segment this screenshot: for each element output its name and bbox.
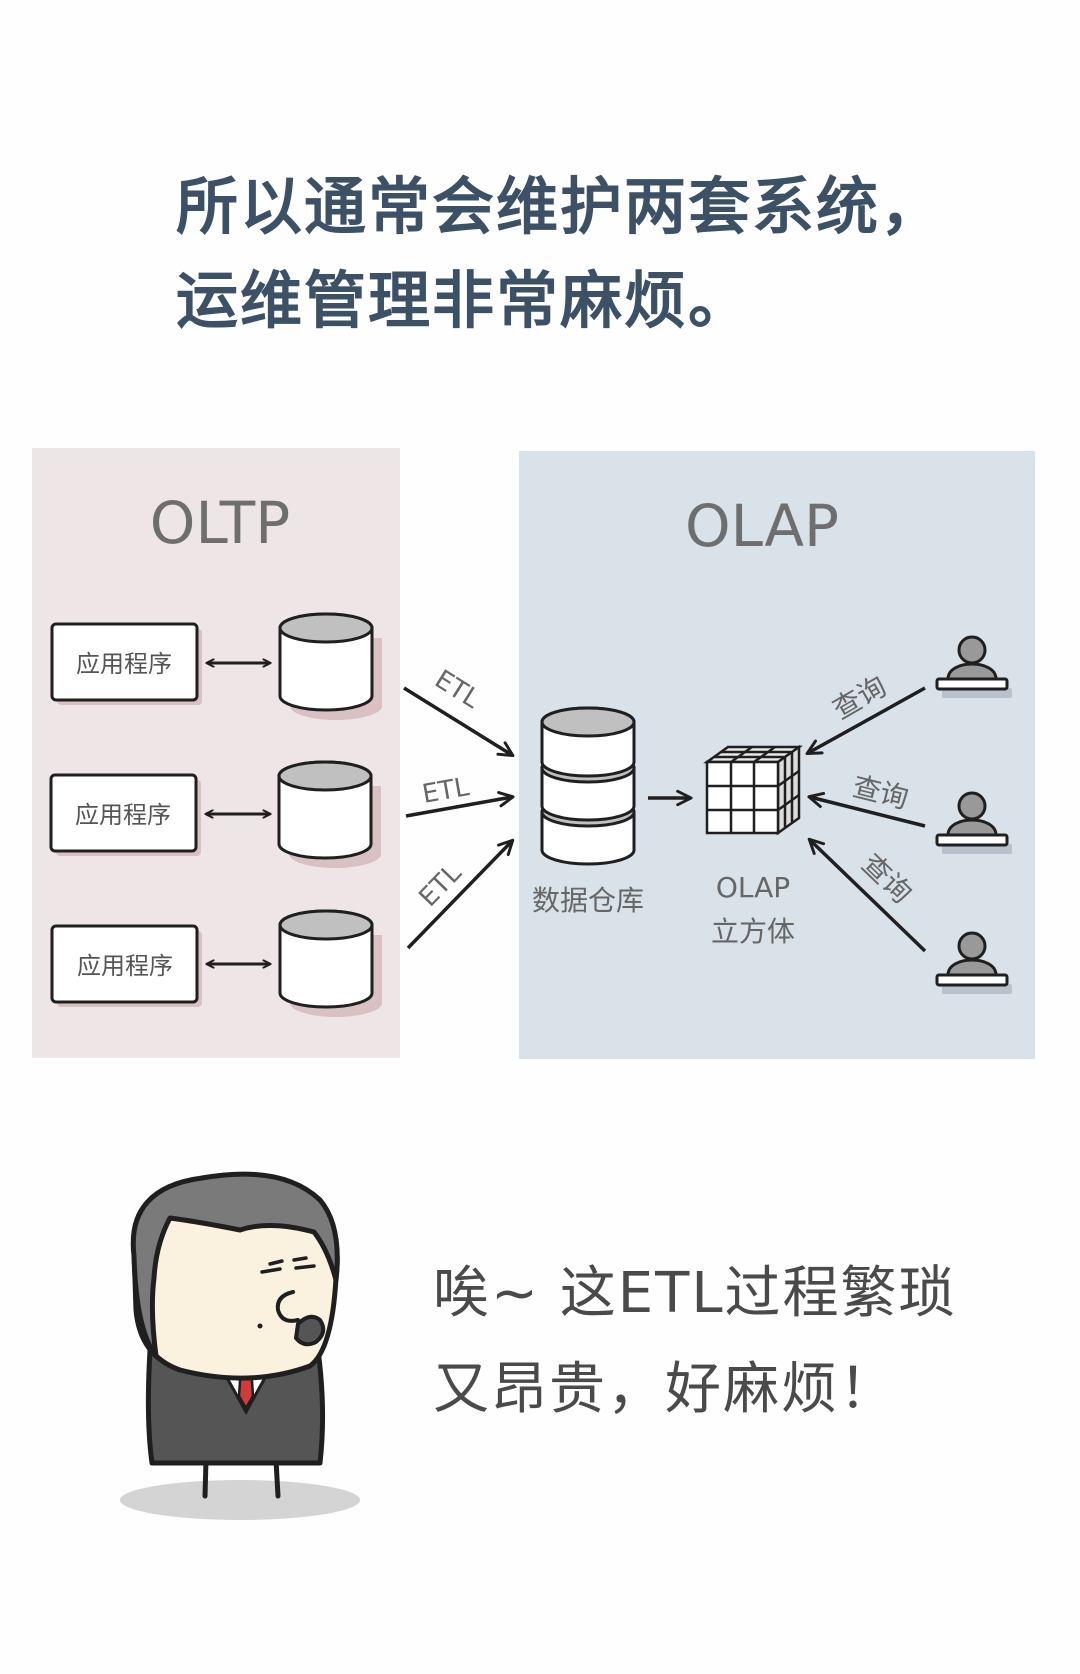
man-shadow [120, 1480, 360, 1520]
app-box [50, 924, 199, 1004]
heading-line-1: 所以通常会维护两套系统， [176, 170, 945, 243]
user-icon [935, 931, 1012, 994]
data-warehouse-label: 数据仓库 [532, 884, 644, 917]
cube-label-line-2: 立方体 [711, 915, 795, 948]
oltp-title: OLTP [150, 489, 290, 557]
heading-line-2: 运维管理非常麻烦。 [176, 264, 753, 337]
etl-arrow-3 [406, 838, 515, 950]
olap-cube-icon [703, 744, 803, 836]
database-icon [277, 760, 381, 868]
oltp-row-1: 应用程序 [50, 612, 382, 720]
query-arrow-2 [807, 792, 926, 828]
database-icon [278, 909, 382, 1017]
cube-label-line-1: OLAP [716, 871, 790, 904]
user-icon [935, 635, 1012, 698]
query-arrow-3 [807, 837, 927, 953]
speech-text: 唉~ 这ETL过程繁琐 又昂贵，好麻烦！ [433, 1246, 957, 1438]
app-label: 应用程序 [77, 952, 173, 980]
app-box [49, 773, 198, 853]
oltp-row-2: 应用程序 [49, 760, 381, 868]
user-icon [935, 791, 1012, 854]
olap-title: OLAP [685, 492, 839, 560]
oltp-row-3: 应用程序 [50, 909, 382, 1017]
hair [130, 1171, 340, 1359]
thinking-man-illustration [120, 1171, 360, 1520]
speech-line-2: 又昂贵，好麻烦！ [433, 1357, 897, 1422]
app-label: 应用程序 [76, 650, 172, 678]
etl-arrow-2 [405, 791, 515, 818]
data-warehouse-icon [540, 706, 636, 866]
app-box [50, 622, 199, 702]
query-arrow-1 [805, 686, 926, 756]
etl-arrow-1 [403, 686, 515, 758]
suit [145, 1347, 326, 1466]
database-icon [278, 612, 382, 720]
speech-line-1: 唉~ 这ETL过程繁琐 [433, 1261, 957, 1326]
page-heading: 所以通常会维护两套系统， 运维管理非常麻烦。 [176, 160, 944, 348]
app-label: 应用程序 [75, 801, 171, 829]
etl-label-3: ETL [413, 858, 467, 913]
